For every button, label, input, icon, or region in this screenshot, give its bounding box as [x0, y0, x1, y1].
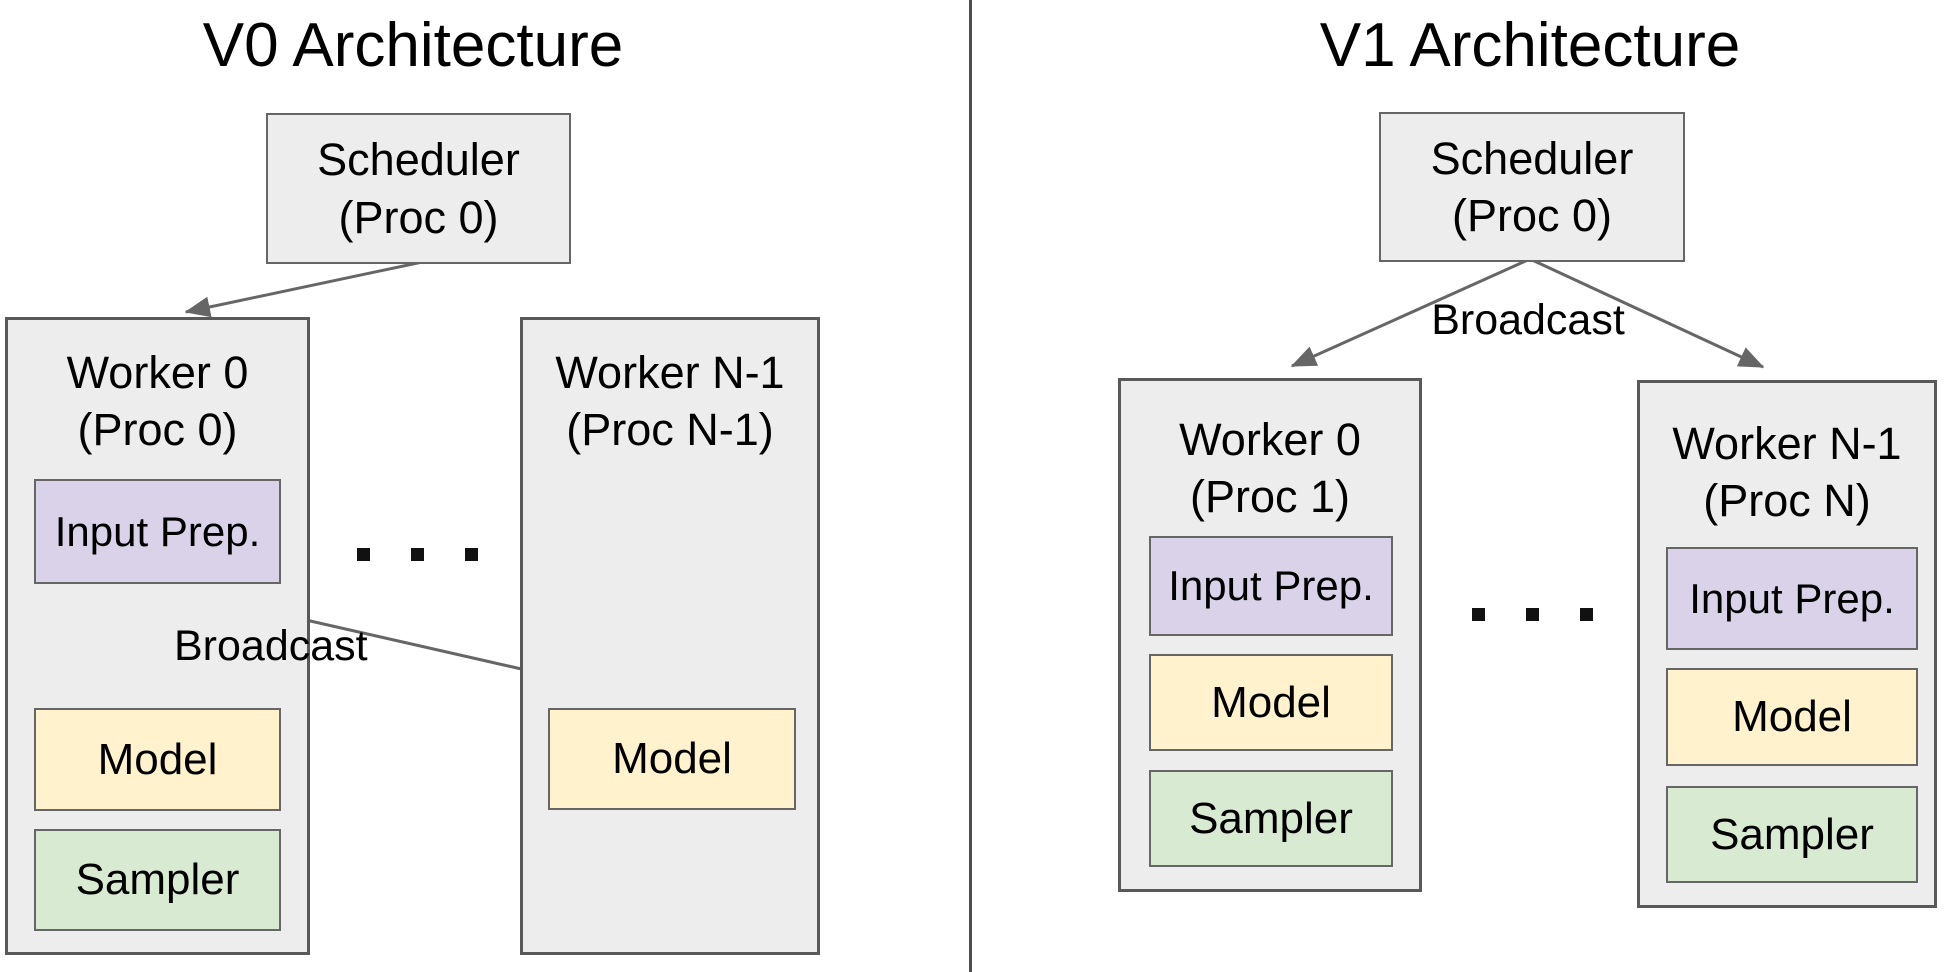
v1-worker0-proc: (Proc 1) [1189, 471, 1351, 523]
v0-worker0-model-box: Model [34, 708, 281, 811]
v1-worker0-label: Worker 0 (Proc 1) [1121, 411, 1419, 525]
v0-worker0-input-prep-label: Input Prep. [54, 507, 261, 555]
v0-workerN-label: Worker N-1 (Proc N-1) [523, 344, 817, 458]
v1-workerN-input-prep-box: Input Prep. [1666, 547, 1918, 650]
v0-scheduler-proc: (Proc 0) [338, 191, 499, 243]
v1-workerN-box: Worker N-1 (Proc N) Input Prep. Model Sa… [1637, 380, 1937, 908]
v0-worker0-label: Worker 0 (Proc 0) [8, 344, 307, 458]
v1-scheduler-name: Scheduler [1430, 132, 1634, 184]
v0-worker0-sampler-label: Sampler [75, 855, 240, 904]
v1-worker0-input-prep-label: Input Prep. [1168, 562, 1374, 609]
ellipsis-dot [1526, 608, 1539, 621]
v0-scheduler-name: Scheduler [317, 134, 520, 186]
v1-workerN-model-label: Model [1732, 692, 1852, 741]
v1-workerN-model-box: Model [1666, 668, 1918, 766]
v0-worker0-sampler-box: Sampler [34, 829, 281, 931]
v1-worker0-box: Worker 0 (Proc 1) Input Prep. Model Samp… [1118, 378, 1422, 892]
v0-broadcast-label: Broadcast [174, 622, 368, 670]
arrow-v0-scheduler-to-worker0 [184, 259, 428, 318]
ellipsis-dot [1472, 608, 1485, 621]
ellipsis-dot [465, 548, 478, 561]
v1-workerN-sampler-box: Sampler [1666, 786, 1918, 883]
v1-scheduler-proc: (Proc 0) [1451, 190, 1613, 241]
v1-worker0-sampler-box: Sampler [1149, 770, 1393, 867]
v1-workerN-name: Worker N-1 [1672, 418, 1902, 469]
v0-worker0-box: Worker 0 (Proc 0) Input Prep. Model Samp… [5, 317, 310, 955]
ellipsis-right-icon [1472, 608, 1593, 621]
v1-broadcast-label: Broadcast [1431, 296, 1625, 344]
v1-worker0-model-label: Model [1211, 677, 1331, 727]
v1-scheduler-box: Scheduler (Proc 0) [1379, 112, 1685, 262]
v0-title: V0 Architecture [202, 11, 624, 80]
ellipsis-dot [411, 548, 424, 561]
v0-worker0-model-label: Model [97, 734, 218, 784]
ellipsis-dot [357, 548, 370, 561]
v1-workerN-proc: (Proc N) [1703, 475, 1871, 527]
v0-scheduler-box: Scheduler (Proc 0) [266, 113, 571, 264]
v1-worker0-model-box: Model [1149, 654, 1393, 751]
panel-divider [969, 0, 972, 972]
v1-worker0-name: Worker 0 [1179, 414, 1361, 465]
v0-workerN-box: Worker N-1 (Proc N-1) Model [520, 317, 820, 955]
ellipsis-dot [1580, 608, 1593, 621]
v0-workerN-model-box: Model [548, 708, 796, 810]
v1-title: V1 Architecture [1319, 11, 1741, 80]
v0-workerN-model-label: Model [612, 734, 732, 783]
ellipsis-left-icon [357, 548, 478, 561]
v0-workerN-name: Worker N-1 [555, 347, 785, 398]
v0-worker0-proc: (Proc 0) [77, 404, 238, 456]
v0-worker0-input-prep-box: Input Prep. [34, 479, 281, 584]
v1-worker0-input-prep-box: Input Prep. [1149, 536, 1393, 636]
v1-worker0-sampler-label: Sampler [1189, 793, 1353, 843]
v1-workerN-input-prep-label: Input Prep. [1689, 574, 1895, 622]
v0-workerN-proc: (Proc N-1) [566, 404, 774, 456]
v1-workerN-label: Worker N-1 (Proc N) [1640, 415, 1934, 529]
v1-workerN-sampler-label: Sampler [1710, 809, 1874, 859]
v0-worker0-name: Worker 0 [66, 347, 249, 398]
